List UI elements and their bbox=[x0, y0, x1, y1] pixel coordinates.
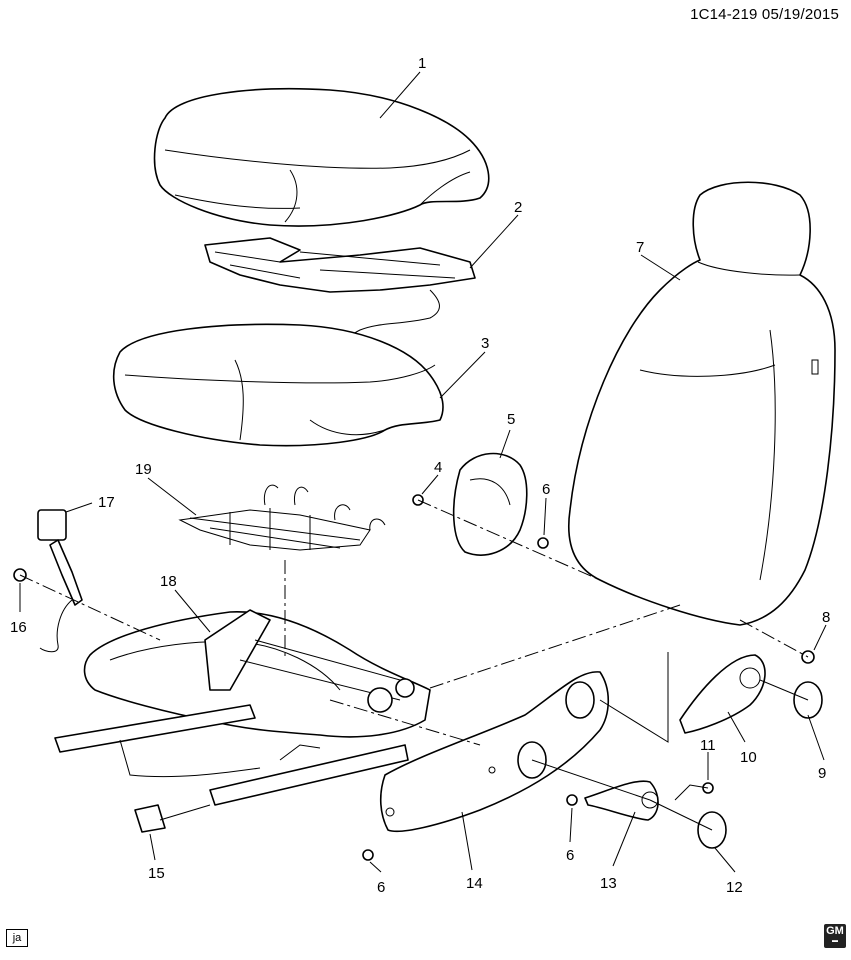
author-initials-box: ja bbox=[6, 929, 28, 947]
bolt-6-middle bbox=[566, 794, 578, 806]
callout-10: 10 bbox=[740, 749, 757, 766]
gm-logo: GM▬ bbox=[824, 924, 846, 948]
callout-8: 8 bbox=[822, 609, 830, 626]
callout-19: 19 bbox=[135, 461, 152, 478]
diagram-reference-date: 1C14-219 05/19/2015 bbox=[690, 6, 839, 23]
bolt-6-lower bbox=[362, 849, 374, 861]
callout-7: 7 bbox=[636, 239, 644, 256]
side-shield-part bbox=[452, 452, 528, 556]
recliner-handle-part bbox=[679, 654, 766, 734]
seat-exploded-diagram: 1 2 3 4 5 6 7 8 9 10 11 12 13 14 6 6 15 … bbox=[10, 55, 836, 896]
callout-2: 2 bbox=[514, 199, 522, 216]
callout-11: 11 bbox=[700, 737, 716, 754]
callout-6-lower: 6 bbox=[377, 879, 385, 896]
callout-6-upper: 6 bbox=[542, 481, 550, 498]
callout-1: 1 bbox=[418, 55, 426, 72]
callout-18: 18 bbox=[160, 573, 177, 590]
bracket-15 bbox=[134, 804, 166, 833]
callout-6-middle: 6 bbox=[566, 847, 574, 864]
gm-logo-stripe: ▬ bbox=[832, 938, 838, 944]
callout-13: 13 bbox=[600, 875, 617, 892]
callout-16: 16 bbox=[10, 619, 27, 636]
cushion-cover-part bbox=[153, 87, 490, 227]
seat-belt-buckle-part bbox=[37, 509, 83, 653]
callout-3: 3 bbox=[481, 335, 489, 352]
seat-frame-part bbox=[83, 609, 431, 738]
callout-15: 15 bbox=[148, 865, 165, 882]
callout-14: 14 bbox=[466, 875, 483, 892]
callout-5: 5 bbox=[507, 411, 515, 428]
seat-track-part bbox=[54, 704, 409, 806]
seat-back-part bbox=[568, 181, 836, 626]
callout-4: 4 bbox=[434, 459, 442, 476]
cushion-pad-part bbox=[112, 323, 444, 447]
callout-9: 9 bbox=[818, 765, 826, 782]
gm-logo-text: GM bbox=[826, 925, 844, 937]
leader-lines bbox=[19, 71, 827, 873]
callout-17: 17 bbox=[98, 494, 115, 511]
callout-12: 12 bbox=[726, 879, 743, 896]
suspension-mat-part bbox=[178, 484, 386, 551]
side-panel-part bbox=[379, 671, 610, 833]
heater-mat-part bbox=[204, 237, 476, 346]
height-handle-part bbox=[584, 780, 659, 821]
bolt-6-upper bbox=[537, 537, 549, 549]
